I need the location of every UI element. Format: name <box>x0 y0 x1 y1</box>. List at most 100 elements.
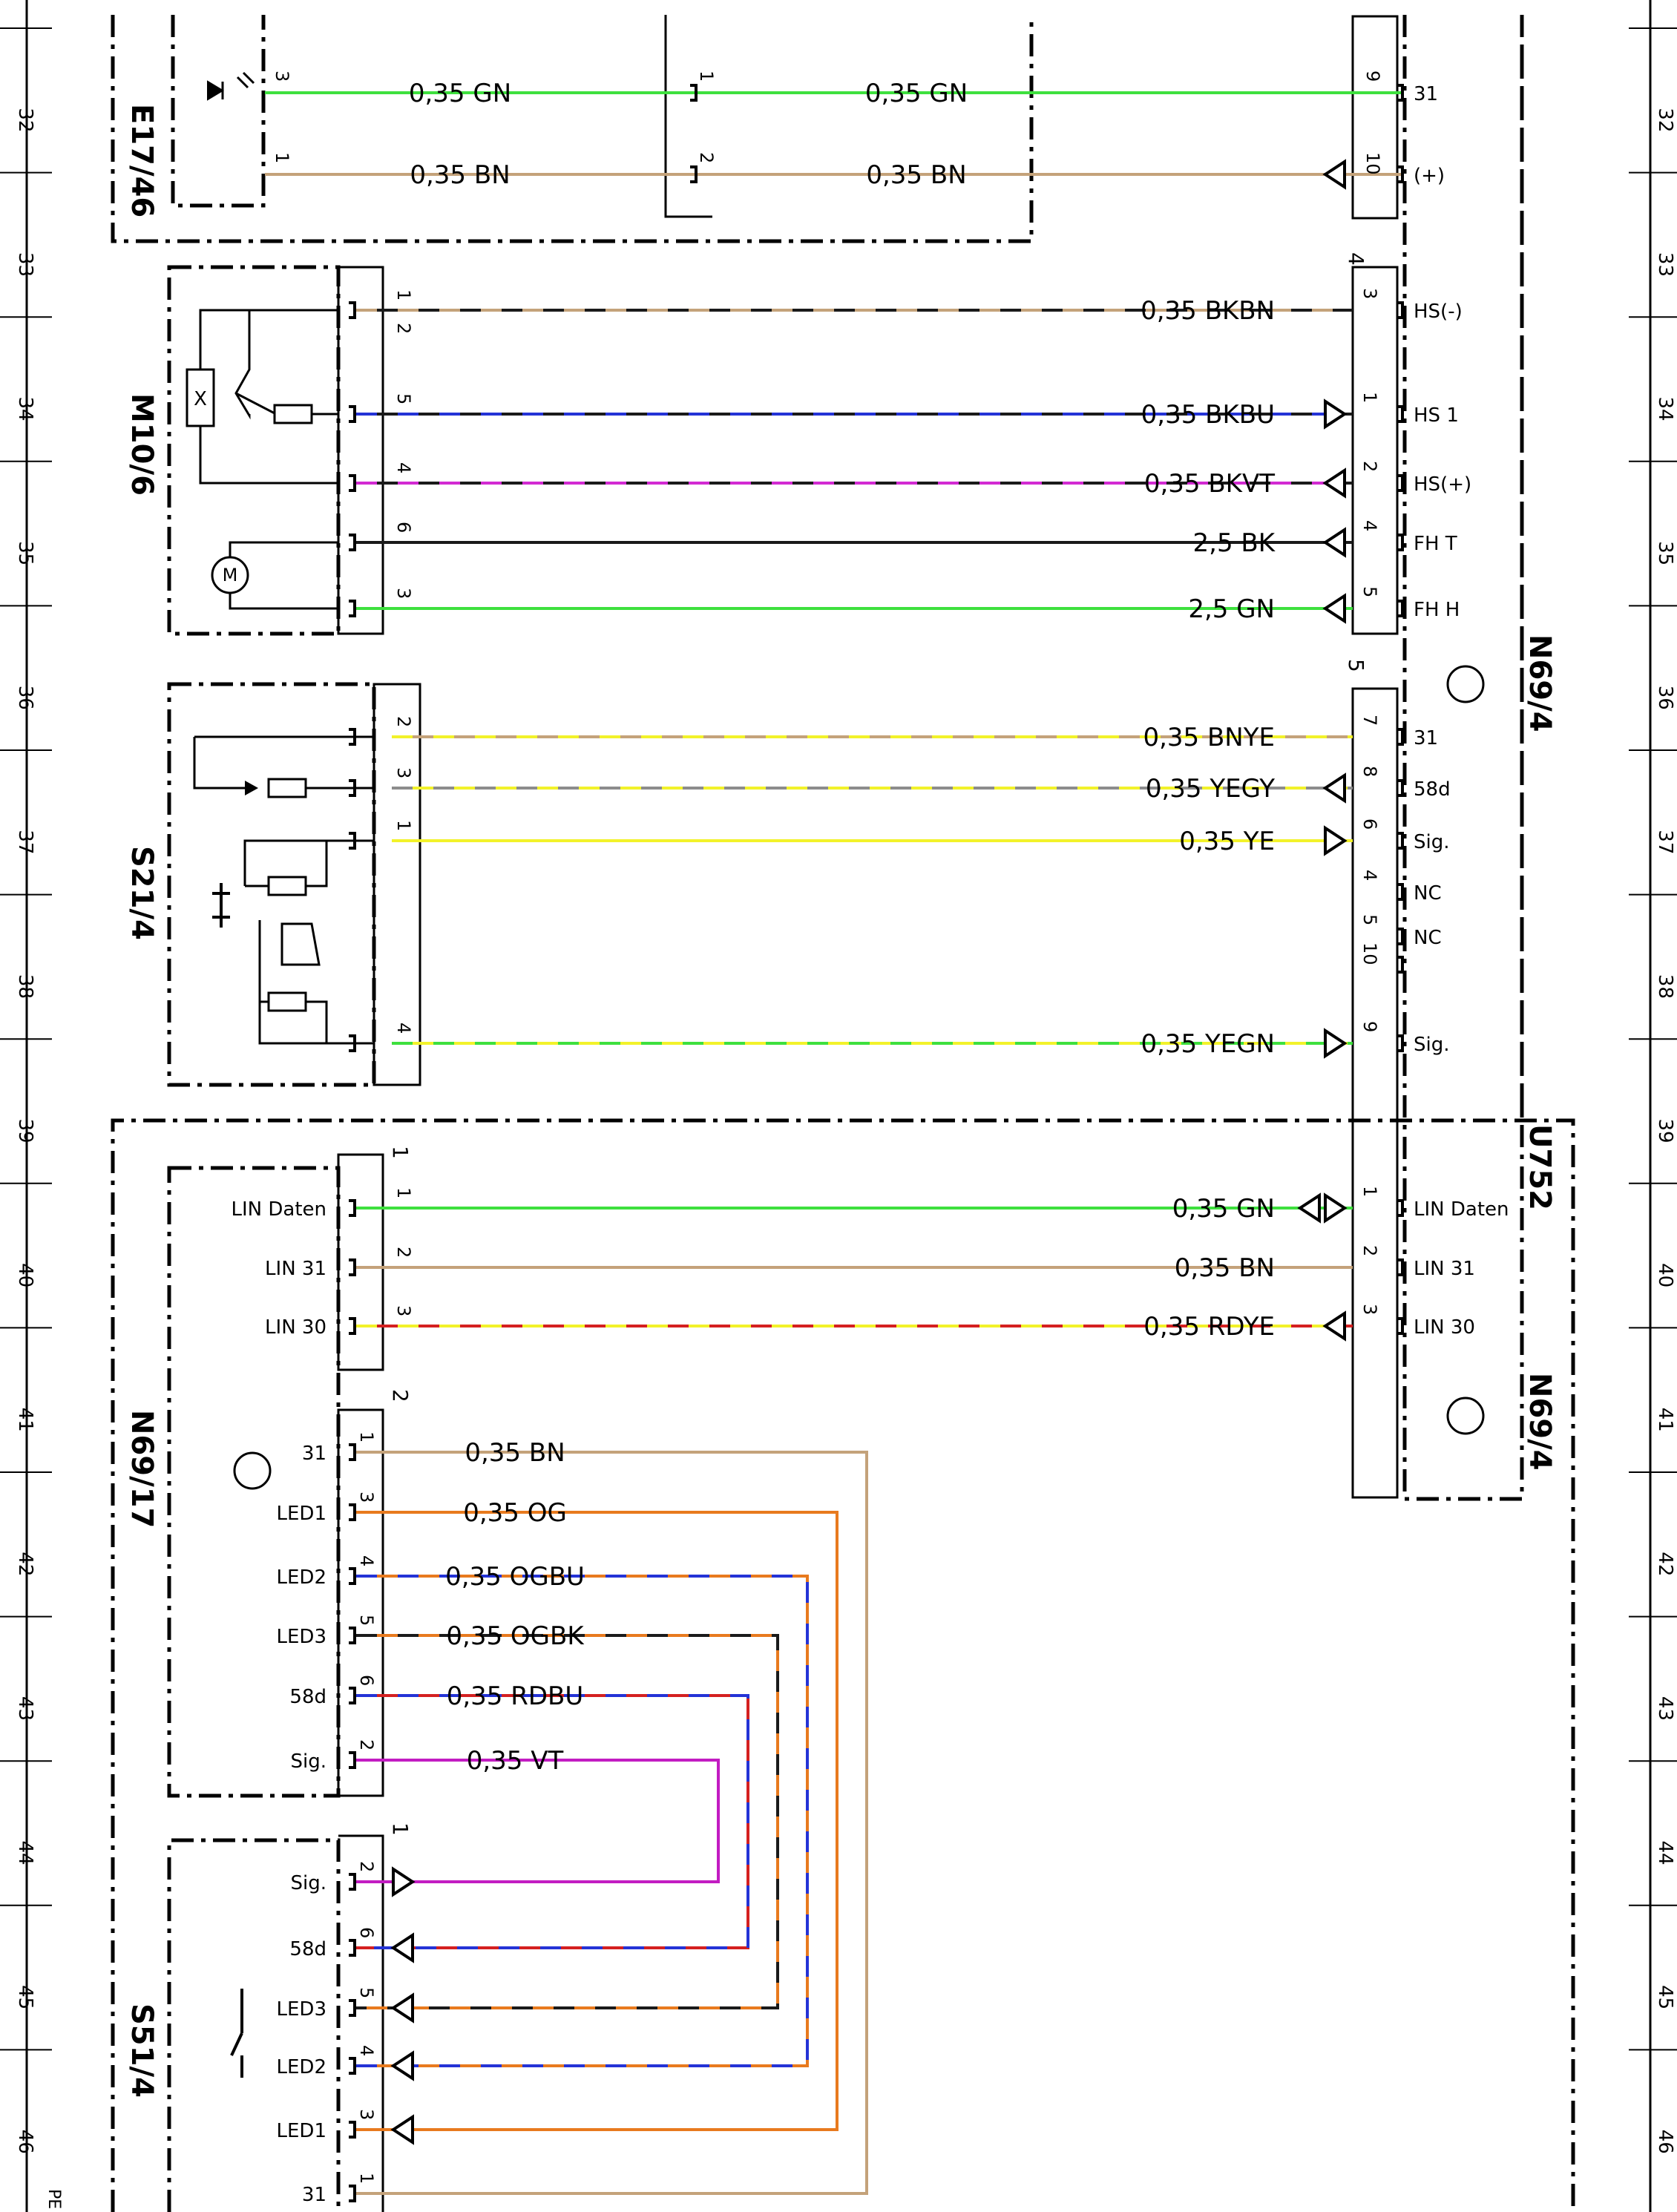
pin-mark-left <box>349 1751 356 1769</box>
connector-block-4-label: 4 <box>1344 252 1368 266</box>
s51-4-pin-name: 58d <box>289 1938 326 1960</box>
pin-number-left: 1 <box>356 1431 377 1443</box>
pin-number-right: 9 <box>1359 1021 1380 1032</box>
wire-w21-stripe <box>356 1575 809 2067</box>
pin-number-left: 2 <box>393 716 414 727</box>
row-number-right: 39 <box>1654 1119 1676 1143</box>
n69-4-connector-4 <box>1351 266 1399 635</box>
s21-4-lines <box>193 735 374 790</box>
n69-17-connector-2 <box>337 1408 384 1797</box>
wire-w23-stripe <box>356 1694 749 1949</box>
terminal-label: NC <box>1414 927 1442 949</box>
wire-label-2: 0,35 GN <box>865 79 968 108</box>
pin-mark-left <box>349 534 356 551</box>
frame-e17-46-inner <box>171 15 266 208</box>
component-label-n69-4-lower: N69/4 <box>1523 1373 1557 1471</box>
pin-mark-left <box>349 832 356 850</box>
terminal-label: Sig. <box>1414 1034 1450 1056</box>
pin-number-left: 5 <box>356 1615 377 1626</box>
pin-mark <box>1397 600 1404 617</box>
s51-4-pin-name: 31 <box>302 2184 326 2206</box>
wire-label: 0,35 BNYE <box>1143 723 1275 752</box>
pin-number-right: 2 <box>1359 461 1380 472</box>
row-number-left: 34 <box>14 397 36 421</box>
pin-number-left: 3 <box>356 1491 377 1503</box>
transistor-icon <box>234 310 310 420</box>
frame-m10-6 <box>167 265 341 636</box>
n69-17-connector-1 <box>337 1153 384 1371</box>
frame-s21-4-connector <box>373 683 421 1086</box>
component-label-n69-4-upper: N69/4 <box>1523 634 1557 732</box>
row-number-right: 42 <box>1654 1552 1676 1576</box>
wire-label: 2,5 GN <box>1188 594 1275 624</box>
frame-s51-4 <box>167 1838 341 2212</box>
terminal-label: LIN Daten <box>1414 1198 1509 1221</box>
wire-label: 0,35 YE <box>1179 827 1275 856</box>
s51-pin-mark <box>349 1999 356 2017</box>
component-label-s21-4: S21/4 <box>125 846 159 940</box>
terminal-label: FH H <box>1414 599 1460 621</box>
pin-number-left: 6 <box>393 522 414 533</box>
pin-number-right: 2 <box>1359 1245 1380 1256</box>
row-number-right: 41 <box>1654 1408 1676 1432</box>
arrow-right <box>1324 1192 1348 1224</box>
pin-mark-left <box>349 1687 356 1704</box>
s51-4-pin-number: 5 <box>356 1987 377 1998</box>
s51-4-block-1-label: 1 <box>388 1822 413 1836</box>
n69-17-pin-name: 58d <box>289 1686 326 1708</box>
terminal-label: 58d <box>1414 778 1451 801</box>
corner-mark: PE <box>45 2189 63 2209</box>
pin-number-left: 1 <box>393 820 414 831</box>
row-number-right: 43 <box>1654 1696 1676 1721</box>
row-number-left: 42 <box>14 1552 36 1576</box>
n69-17-pin-name: 31 <box>302 1443 326 1465</box>
wire-label: 0,35 VT <box>467 1746 564 1776</box>
terminal-label: LIN 30 <box>1414 1316 1475 1339</box>
wire-label: 0,35 OGBK <box>446 1621 585 1651</box>
wire-label: 0,35 OG <box>463 1498 567 1528</box>
pin-mark-left <box>349 1503 356 1521</box>
s21-4-led-icon <box>245 781 258 795</box>
wire-label: 0,35 BN <box>1175 1253 1275 1283</box>
arrow-left <box>390 1932 414 1963</box>
row-number-right: 45 <box>1654 1985 1676 2009</box>
wire-label: 0,35 GN <box>409 79 511 108</box>
n69-17-block-2-label: 2 <box>388 1389 413 1402</box>
pin-number-right: 5 <box>1359 914 1380 925</box>
n69-17-block-1-label: 1 <box>388 1146 413 1159</box>
component-frames <box>111 15 1575 2212</box>
wire-label-2: 0,35 BN <box>866 160 966 190</box>
row-number-right: 35 <box>1654 541 1676 565</box>
pin-number-right: 3 <box>1359 288 1380 299</box>
row-number-left: 45 <box>14 1985 36 2009</box>
pin-mark-left <box>349 1258 356 1276</box>
s51-4-pin-number: 1 <box>356 2173 377 2184</box>
pin-number-left: 3 <box>393 1305 414 1316</box>
n69-4-lower-icon <box>1446 1397 1485 1435</box>
row-number-left: 40 <box>14 1263 36 1287</box>
pin-number-right: 1 <box>1359 1186 1380 1197</box>
window-icon <box>280 922 321 966</box>
s51-pin-mark <box>349 2057 356 2075</box>
row-number-right: 38 <box>1654 974 1676 999</box>
pin-number-mid: 2 <box>696 152 717 163</box>
pin-mark-mid <box>690 165 698 183</box>
pin-mark <box>1397 1199 1404 1217</box>
motor-leads <box>229 541 338 610</box>
terminal-label: LIN 31 <box>1414 1258 1475 1280</box>
arrow-left <box>1322 1310 1346 1342</box>
arrow-left <box>1322 593 1346 624</box>
terminal-label: HS(-) <box>1414 301 1463 323</box>
pin-number-left: 3 <box>393 767 414 778</box>
pin-mark <box>1397 534 1404 551</box>
s51-pin-mark <box>349 1873 356 1891</box>
s21-4-resistor-3 <box>267 991 307 1012</box>
arrow-left <box>1322 467 1346 499</box>
pin-number-left: 3 <box>272 70 292 82</box>
pin-number-right: 10 <box>1362 152 1383 175</box>
pin-number-left: 1 <box>393 1187 414 1198</box>
pin-mark <box>1397 1034 1404 1052</box>
wire-w23 <box>356 1694 749 1949</box>
pin-number-left: 4 <box>356 1555 377 1566</box>
